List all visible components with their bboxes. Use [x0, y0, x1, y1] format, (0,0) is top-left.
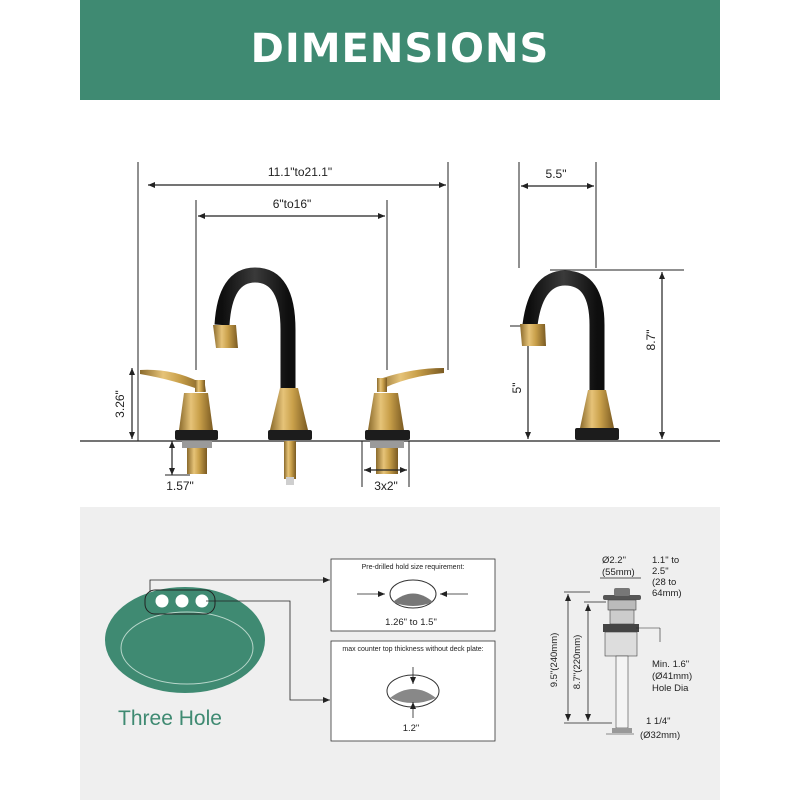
hole-size-title: Pre-drilled hold size requirement: [362, 564, 465, 571]
center-spread-label: 6"to16" [273, 197, 312, 211]
page-title: DIMENSIONS [250, 26, 550, 72]
drain-hole-3: Hole Dia [652, 683, 689, 694]
hole-size-value: 1.26" to 1.5" [385, 617, 437, 628]
handle-base-label: 3x2" [374, 479, 398, 493]
counter-thickness-title: max counter top thickness without deck p… [342, 646, 483, 653]
shank-length-label: 1.57" [166, 479, 194, 493]
drain-hole-1: Min. 1.6" [652, 659, 689, 670]
drain-adjust-2: 2.5" [652, 566, 669, 577]
spout-reach-label: 5.5" [546, 167, 567, 181]
spout-height-label: 5" [510, 383, 524, 394]
right-handle [365, 368, 444, 474]
drain-adjust-3: (28 to [652, 577, 676, 588]
handle-height-label: 3.26" [113, 390, 127, 418]
drain-adjust-1: 1.1" to [652, 555, 679, 566]
faucet-side-view: 5.5" 8.7" 5" [510, 162, 684, 440]
counter-thickness-box: max counter top thickness without deck p… [330, 640, 496, 742]
drain-total-height: 9.5"(240mm) [549, 633, 560, 688]
faucet-front-view: 11.1"to21.1" 6"to16" 3.26" 1.57" [80, 162, 720, 493]
drain-adjust-4: 64mm) [652, 588, 682, 599]
hole-size-box: Pre-drilled hold size requirement: 1.26"… [330, 558, 496, 632]
header-banner: DIMENSIONS [80, 0, 720, 100]
counter-thickness-value: 1.2" [403, 723, 420, 734]
drain-top-diameter: Ø2.2" [602, 555, 626, 566]
left-handle [140, 369, 218, 474]
drain-body-height: 8.7"(220mm) [572, 635, 583, 690]
spout-front [213, 267, 312, 485]
three-hole-label: Three Hole [118, 707, 222, 730]
drain-top-diameter-mm: (55mm) [602, 567, 635, 578]
sink-illustration [105, 577, 330, 703]
faucet-hole [155, 594, 169, 608]
drain-pipe-1: 1 1/4" [646, 716, 671, 727]
drain-diagram: Ø2.2" (55mm) 1.1" to 2.5" (28 to 64mm) 9… [549, 555, 692, 741]
drain-hole-2: (Ø41mm) [652, 671, 692, 682]
drain-pipe-2: (Ø32mm) [640, 730, 680, 741]
faucet-hole [195, 594, 209, 608]
faucet-height-label: 8.7" [644, 330, 658, 351]
overall-spread-label: 11.1"to21.1" [268, 165, 332, 179]
faucet-hole [175, 594, 189, 608]
